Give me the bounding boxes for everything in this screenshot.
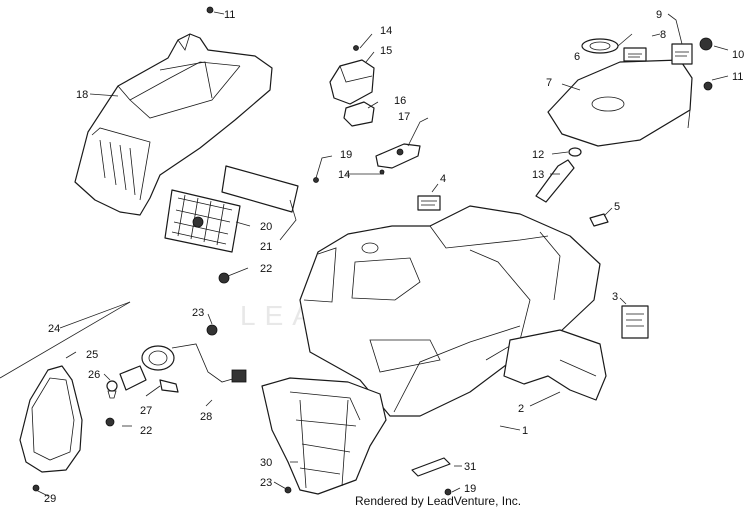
- part-15-cover: [329, 59, 375, 105]
- callout-22: 22: [140, 425, 152, 437]
- callout-15: 15: [380, 45, 392, 57]
- callout-labels: 11 14 15 16 17 18 19 14 20 21 22 23 24 2…: [44, 9, 744, 505]
- callout-8: 8: [660, 29, 666, 41]
- callout-18: 18: [76, 89, 88, 101]
- part-7-rear-cover: [547, 59, 693, 147]
- callout-29: 29: [44, 493, 56, 505]
- part-6-ring: [581, 38, 619, 54]
- part-2-fender-flap: [503, 329, 607, 401]
- callout-14: 14: [380, 25, 392, 37]
- hardware: [32, 6, 713, 496]
- callout-28: 28: [200, 411, 212, 423]
- part-9-label: [671, 43, 693, 65]
- callout-7: 7: [546, 77, 552, 89]
- callout-5: 5: [614, 201, 620, 213]
- callout-13: 13: [532, 169, 544, 181]
- callout-20: 20: [260, 221, 272, 233]
- part-16-pad: [343, 101, 375, 127]
- part-26-bulb: [106, 380, 118, 399]
- callout-16: 16: [394, 95, 406, 107]
- leader-lines: [0, 11, 729, 497]
- callout-23: 23: [260, 477, 272, 489]
- callout-9: 9: [656, 9, 662, 21]
- callout-6: 6: [574, 51, 580, 63]
- callout-30: 30: [260, 457, 272, 469]
- callout-25: 25: [86, 349, 98, 361]
- callout-19: 19: [464, 483, 476, 495]
- callout-11: 11: [224, 9, 235, 21]
- callout-3: 3: [612, 291, 618, 303]
- credit-text: Rendered by LeadVenture, Inc.: [355, 494, 522, 508]
- callout-1: 1: [522, 425, 528, 437]
- part-30-bumper: [261, 377, 387, 495]
- callout-22: 22: [260, 263, 272, 275]
- callout-2: 2: [518, 403, 524, 415]
- callout-14: 14: [338, 169, 350, 181]
- callout-27: 27: [140, 405, 152, 417]
- part-13-tube: [535, 159, 575, 203]
- callout-4: 4: [440, 173, 446, 185]
- callout-23: 23: [192, 307, 204, 319]
- callout-26: 26: [88, 369, 100, 381]
- part-3-label: [621, 305, 649, 339]
- callout-21: 21: [260, 241, 272, 253]
- callout-12: 12: [532, 149, 544, 161]
- part-21-trim-strip: [221, 165, 299, 213]
- part-31-strap: [411, 457, 451, 477]
- callout-11: 11: [732, 71, 743, 83]
- callout-19: 19: [340, 149, 352, 161]
- part-20-grille: [164, 189, 241, 253]
- part-17-bracket: [375, 143, 421, 169]
- callout-31: 31: [464, 461, 476, 473]
- part-27-socket: [119, 345, 179, 393]
- part-25-headlight-housing: [19, 365, 83, 473]
- callout-10: 10: [732, 49, 744, 61]
- part-5-bracket: [589, 213, 609, 227]
- callout-24: 24: [48, 323, 60, 335]
- part-18-hood: [74, 33, 273, 216]
- part-12-clamp: [568, 147, 582, 157]
- part-28-harness: [171, 343, 247, 383]
- callout-17: 17: [398, 111, 410, 123]
- part-10-nut: [699, 37, 713, 51]
- part-8-decal: [623, 47, 647, 62]
- part-4-label: [417, 195, 441, 211]
